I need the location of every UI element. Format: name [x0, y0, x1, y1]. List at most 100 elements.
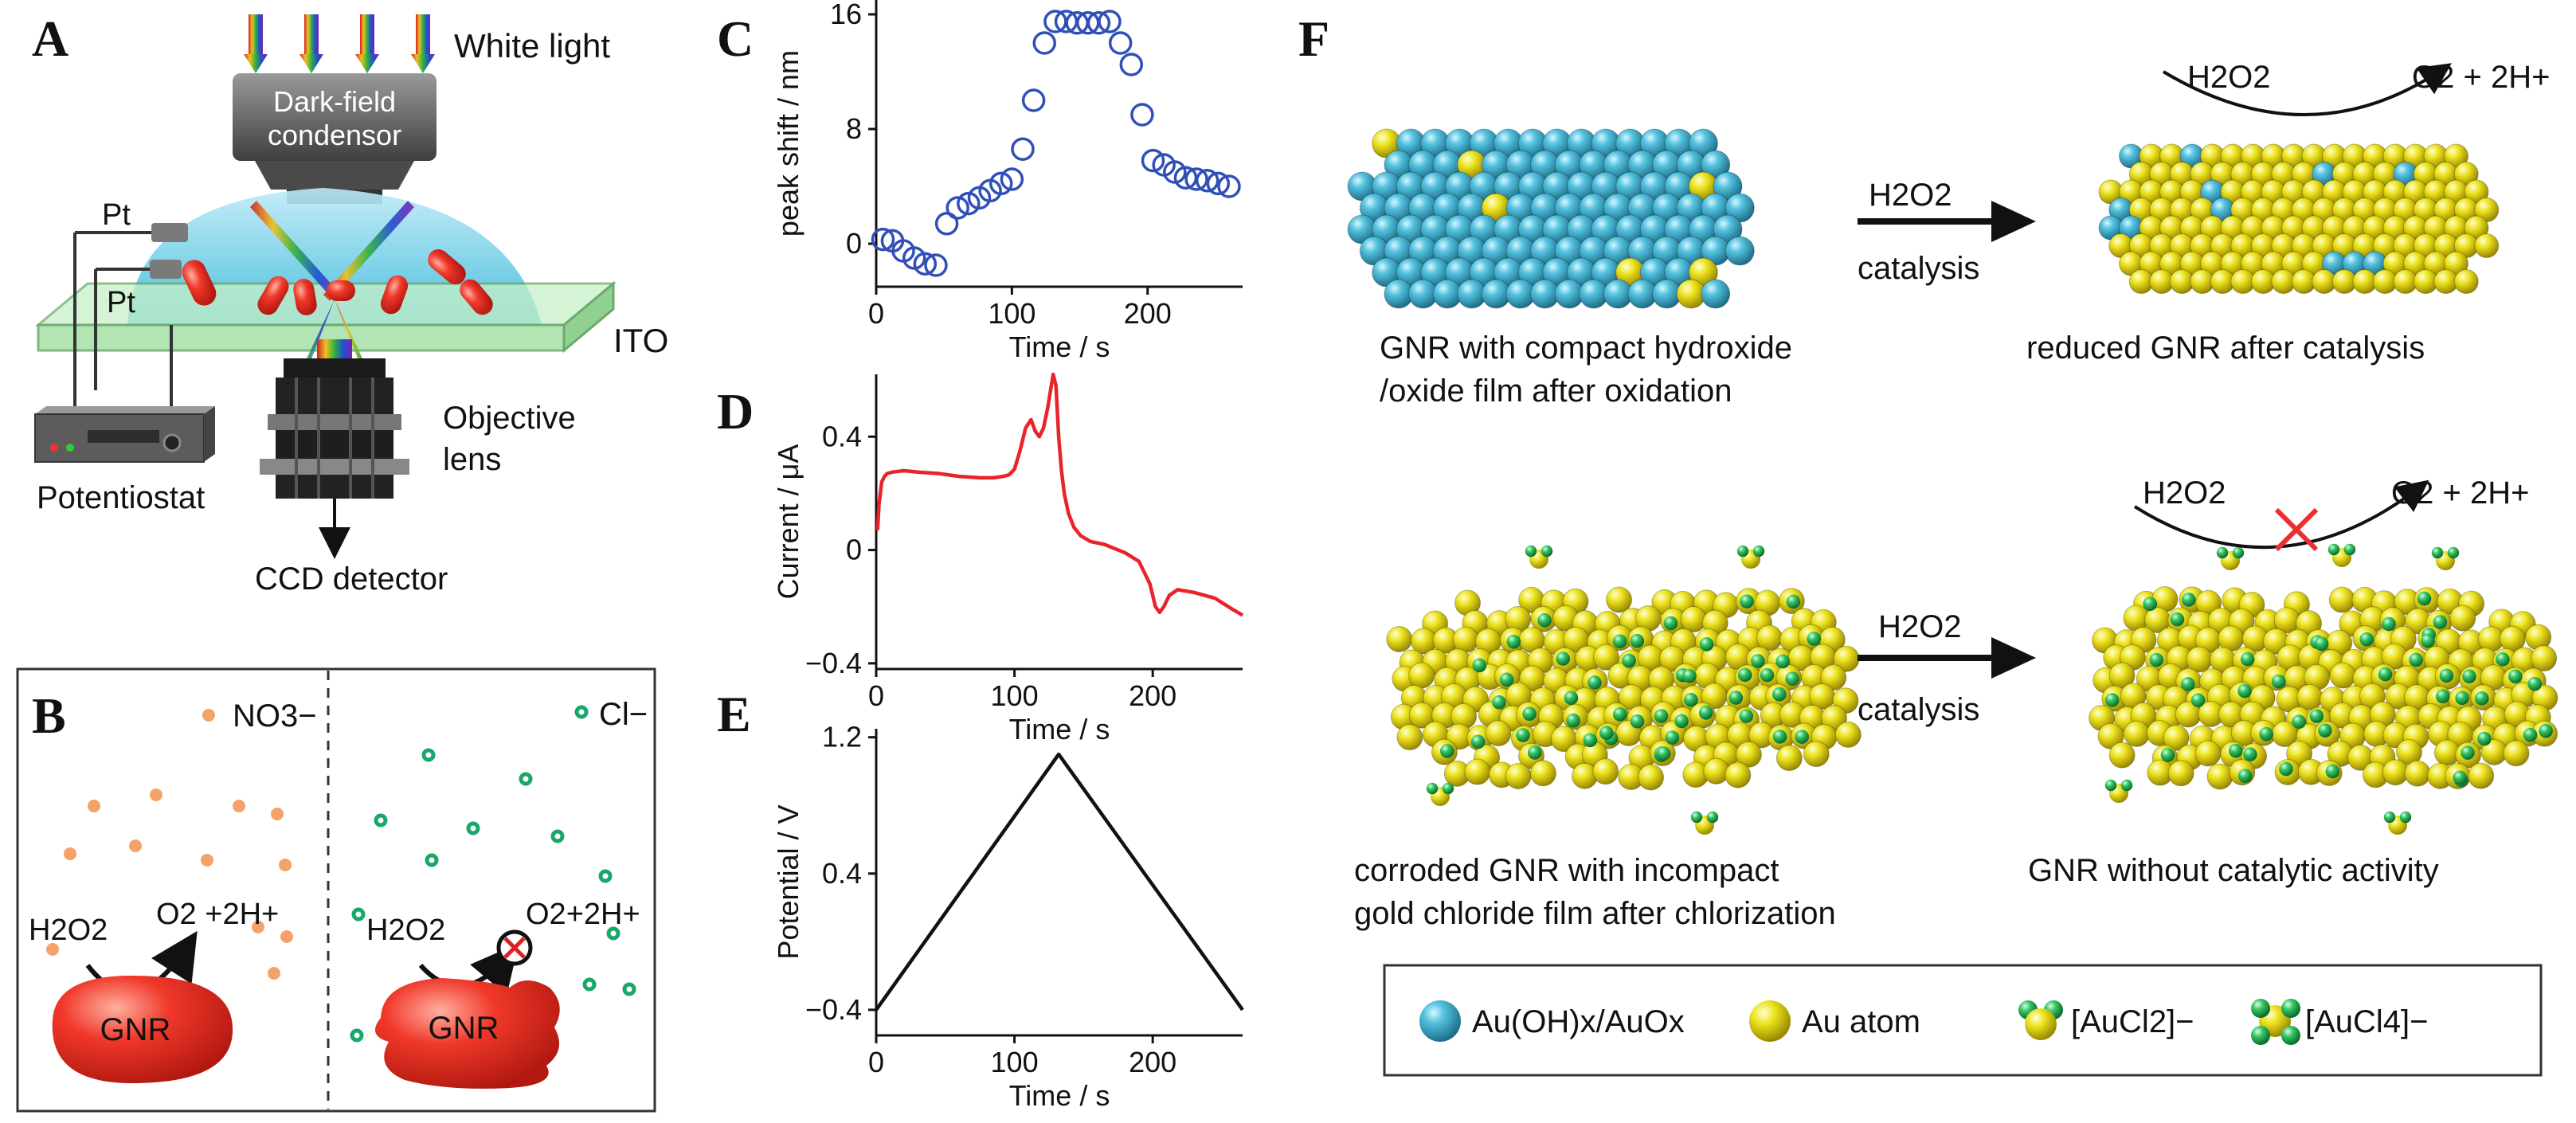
x-tick-label: 100 [991, 1046, 1039, 1078]
data-point [1130, 103, 1154, 127]
atom [2108, 741, 2136, 769]
f-row1-oxidized-gnr [1347, 128, 1755, 309]
b-left-h2o2: H2O2 [29, 914, 108, 947]
chloride-atom [2461, 745, 2475, 760]
data-point [924, 253, 948, 277]
data-point [1011, 137, 1035, 161]
chloride-atom [2409, 652, 2423, 667]
chloride-atom [1439, 744, 1454, 758]
chloride-atom [1654, 709, 1669, 723]
chloride-atom [2539, 723, 2553, 738]
chloride-atom [2496, 652, 2510, 667]
atom [1485, 720, 1512, 747]
data-point [934, 212, 959, 236]
b-right-product: O2+2H+ [526, 898, 640, 931]
y-axis-label: Current / μA [772, 444, 805, 600]
chloride-atom [1674, 714, 1689, 729]
chloride-atom [2508, 669, 2523, 684]
cl-dots [350, 705, 636, 1043]
objective-label-1: Objective [443, 401, 576, 436]
atom [2531, 645, 2558, 672]
panel-label-e: E [717, 686, 751, 742]
chloride-atom [1472, 658, 1487, 673]
atom [1725, 236, 1755, 266]
chloride-atom [1786, 594, 1801, 609]
loose-chloride-atom [2104, 779, 2117, 792]
chloride-atom [1807, 632, 1822, 646]
panel-label-f: F [1298, 10, 1329, 67]
chloride-atom [1612, 634, 1627, 649]
y-tick-label: 0.4 [822, 420, 862, 452]
ito-label: ITO [613, 322, 668, 359]
f-row1-cycle-arrow [2162, 63, 2452, 116]
data-point [1108, 31, 1133, 55]
f-row1-caption-right: reduced GNR after catalysis [2026, 331, 2425, 366]
chloride-atom [2237, 683, 2252, 698]
f-row2-reaction-arrow [1858, 637, 2036, 679]
chloride-atom [1492, 695, 1506, 710]
y-tick-label: 1.2 [822, 721, 862, 753]
data-point [1195, 169, 1219, 193]
f-row2-corroded-gnr [1386, 545, 1862, 835]
atom [1803, 741, 1830, 768]
chloride-atom [1751, 654, 1765, 668]
chloride-atom [2421, 633, 2435, 648]
data-point [1021, 88, 1046, 112]
loose-chloride-atom [1736, 545, 1749, 558]
loose-chloride-atom [2399, 811, 2412, 824]
series-line [875, 752, 1244, 1011]
cl-label: Cl− [599, 697, 648, 732]
atom [2286, 740, 2313, 767]
f-row2-inactive-gnr [2089, 543, 2558, 835]
chloride-atom [1599, 726, 1614, 741]
atom [1680, 606, 1707, 633]
atom [2329, 662, 2356, 689]
b-right-h2o2: H2O2 [366, 914, 445, 947]
loose-chloride-atom [1426, 782, 1439, 795]
chloride-atom [2314, 636, 2329, 651]
data-point [1163, 160, 1187, 184]
chloride-atom [2292, 714, 2306, 730]
chloride-atom [1665, 730, 1680, 745]
b-right-gnr [374, 978, 560, 1089]
chloride-atom [2382, 616, 2396, 632]
f-row2-caption-left-1: corroded GNR with incompact [1354, 853, 1779, 888]
atom [2296, 683, 2323, 710]
x-axis-label: Time / s [1009, 713, 1110, 745]
chloride-atom [2455, 691, 2469, 706]
x-tick-label: 0 [868, 297, 884, 330]
chloride-atom [1775, 654, 1791, 669]
atom [2449, 605, 2476, 632]
series-line [875, 372, 1244, 617]
no3-dots [46, 709, 293, 980]
chloride-atom [1499, 672, 1514, 687]
data-point [1119, 53, 1144, 76]
chloride-atom [1630, 714, 1645, 729]
gold-nanorods [182, 249, 493, 315]
loose-chloride-atom [2447, 546, 2460, 559]
chloride-atom [1740, 594, 1754, 608]
objective-lens [260, 339, 409, 499]
chloride-atom [2279, 761, 2293, 777]
loose-chloride-atom [2232, 546, 2245, 559]
data-point [1032, 31, 1057, 55]
loose-chloride-atom [1706, 811, 1719, 824]
atom [2453, 269, 2479, 294]
chloride-atom [1785, 671, 1800, 687]
y-axis-label: peak shift / nm [772, 50, 805, 237]
atom [1638, 764, 1665, 791]
loose-chloride-atom [1752, 545, 1765, 558]
loose-chloride-atom [2383, 811, 2396, 824]
atom [1593, 644, 1620, 671]
f-legend: Au(OH)x/AuOx Au atom [AuCl2]− [AuCl4]− [1383, 964, 2543, 1077]
y-tick-label: 8 [846, 112, 862, 145]
blocked-icon [496, 929, 533, 966]
potentiostat-label: Potentiostat [37, 480, 205, 515]
data-point [957, 191, 981, 216]
chloride-atom [2378, 667, 2393, 682]
chloride-atom [1630, 633, 1645, 648]
f-row2-reagent: H2O2 [1878, 609, 1962, 644]
chloride-atom [1587, 675, 1602, 690]
chloride-atom [1663, 616, 1678, 631]
chloride-atom [1760, 667, 1775, 683]
